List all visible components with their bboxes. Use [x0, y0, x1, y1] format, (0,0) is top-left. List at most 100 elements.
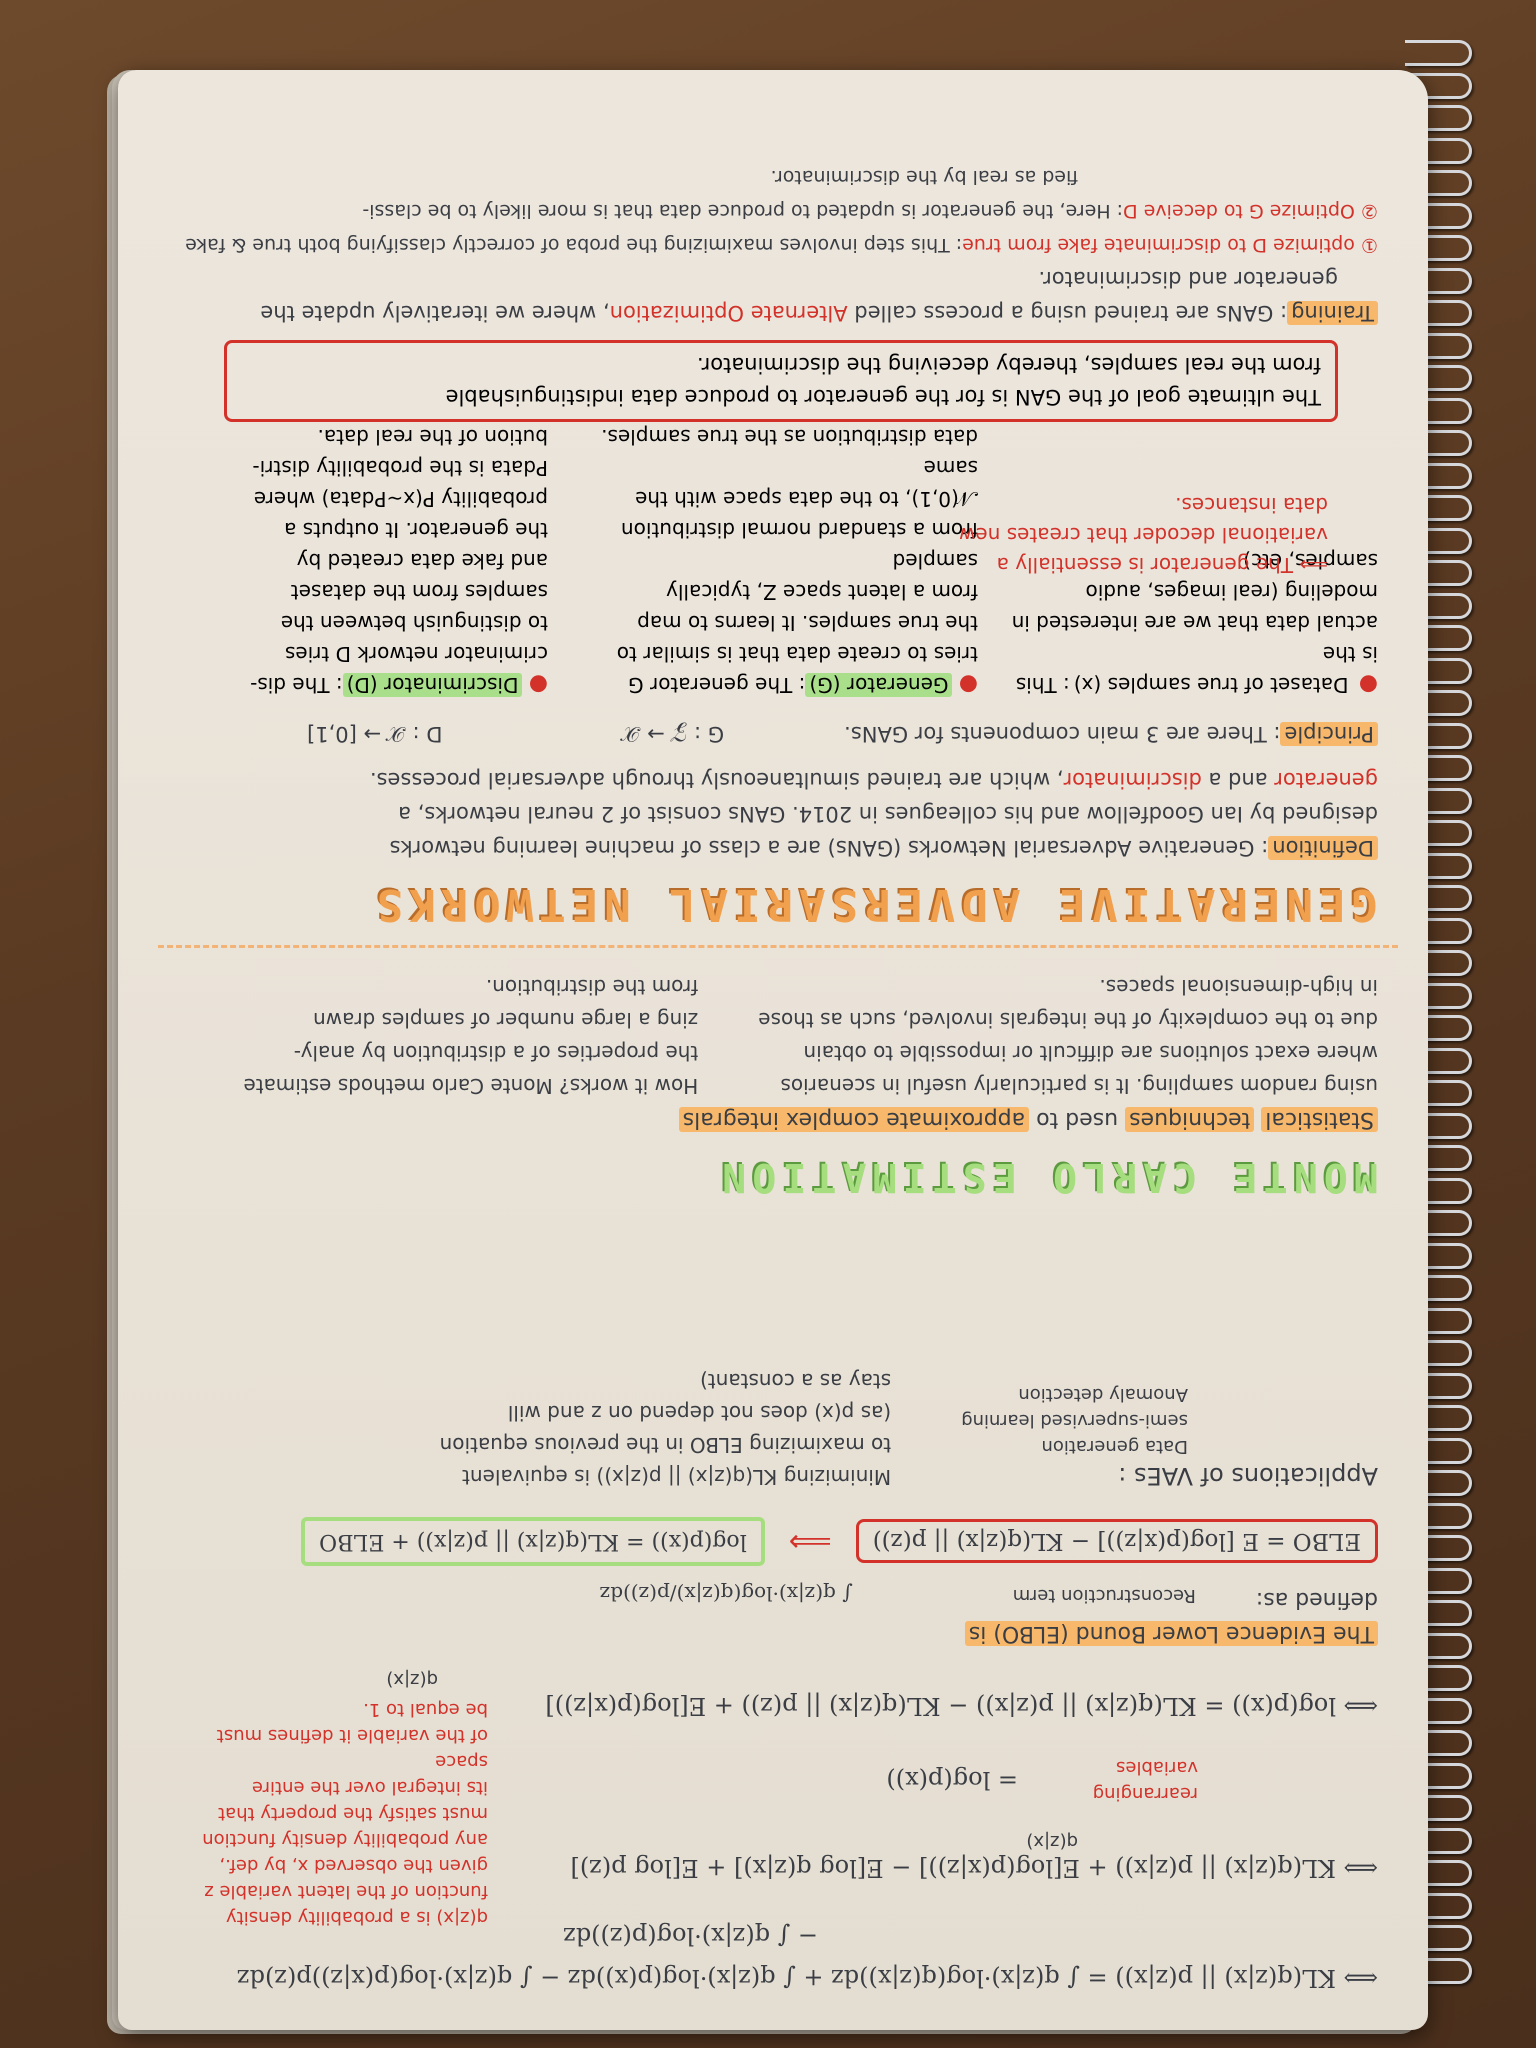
- spiral-coil: [1405, 267, 1472, 294]
- spiral-coil: [1405, 1697, 1472, 1724]
- spiral-coil: [1405, 300, 1472, 326]
- d-mapping: D : 𝒳 → [0,1]: [307, 722, 443, 746]
- elbo-intro-2: defined as:: [1255, 1587, 1378, 1612]
- gan-title: GENERATIVE ADVERSARIAL NETWORKS: [370, 879, 1378, 930]
- density-note: q(z|x) is a probability density function…: [202, 1699, 488, 1928]
- spiral-binding: [1405, 40, 1485, 2020]
- spiral-coil: [1405, 787, 1472, 814]
- integral-note: ∫ q(z|x)·log(q(z|x)/p(z))dz: [599, 1582, 853, 1606]
- gan-definition: Definition: Generative Adversarial Netwo…: [168, 831, 1378, 865]
- training-intro-2: generator and discriminator.: [1038, 267, 1338, 291]
- spiral-coil: [1405, 657, 1472, 684]
- notebook-page: ⟺ KL(q(z|x) || p(z|x)) = ∫ q(z|x)·log(q(…: [118, 70, 1428, 2030]
- spiral-coil: [1405, 40, 1472, 66]
- spiral-coil: [1405, 332, 1472, 359]
- kl-line-5-sub: q(z|x): [386, 1669, 438, 1690]
- spiral-coil: [1405, 1015, 1472, 1041]
- spiral-coil: [1405, 1827, 1472, 1854]
- spiral-coil: [1405, 1242, 1472, 1269]
- gan-principle: Principle: There are 3 main components f…: [168, 717, 1378, 751]
- spiral-coil: [1405, 1470, 1472, 1496]
- spiral-coil: [1405, 170, 1472, 196]
- log-px-box: log(p(x)) = KL(q(z|x) || p(z|x)) + ELBO: [301, 1517, 765, 1566]
- spiral-coil: [1405, 235, 1472, 261]
- elbo-intro: The Evidence Lower Bound (ELBO) is: [964, 1621, 1378, 1646]
- spiral-coil: [1405, 1372, 1472, 1399]
- monte-carlo-section: MONTE CARLO ESTIMATION Statistical techn…: [168, 970, 1378, 1200]
- spiral-coil: [1405, 1405, 1472, 1431]
- spiral-coil: [1405, 950, 1472, 976]
- spiral-coil: [1405, 1957, 1472, 1984]
- spiral-coil: [1405, 1860, 1472, 1886]
- spiral-coil: [1405, 137, 1472, 164]
- spiral-coil: [1405, 105, 1472, 131]
- spiral-coil: [1405, 690, 1472, 716]
- spiral-coil: [1405, 1632, 1472, 1659]
- spiral-coil: [1405, 1210, 1472, 1236]
- app-semi-supervised: semi-supervised learning: [961, 1410, 1188, 1431]
- training-step-2b: fied as real by the discriminator.: [770, 166, 1078, 188]
- spiral-coil: [1405, 755, 1472, 781]
- spiral-coil: [1405, 917, 1472, 944]
- monte-carlo-how: How it works? Monte Carlo methods estima…: [243, 975, 699, 1098]
- spiral-coil: [1405, 1080, 1472, 1106]
- app-anomaly-detection: Anomaly detection: [1018, 1384, 1188, 1405]
- spiral-coil: [1405, 1795, 1472, 1821]
- generator-column: ● Generator (G): The generator G tries t…: [601, 425, 978, 697]
- spiral-coil: [1405, 72, 1472, 99]
- minimizing-note: Minimizing KL(q(z|x) || p(z|x)) is equiv…: [439, 1369, 892, 1489]
- spiral-coil: [1405, 430, 1472, 456]
- spiral-coil: [1405, 560, 1472, 586]
- monte-carlo-use: using random sampling. It is particularl…: [758, 975, 1378, 1098]
- spiral-coil: [1405, 527, 1472, 554]
- spiral-coil: [1405, 1112, 1472, 1139]
- spiral-coil: [1405, 885, 1472, 911]
- spiral-coil: [1405, 1600, 1472, 1626]
- kl-line-4: = log(p(x)): [886, 1766, 1018, 1794]
- monte-carlo-title: MONTE CARLO ESTIMATION: [716, 1154, 1378, 1200]
- spiral-coil: [1405, 1665, 1472, 1691]
- elbo-box: ELBO = E [log(p(x|z))] − KL(q(z|x) || p(…: [855, 1519, 1378, 1564]
- spiral-coil: [1405, 462, 1472, 489]
- spiral-coil: [1405, 1730, 1472, 1756]
- elbo-section: The Evidence Lower Bound (ELBO) is defin…: [168, 1365, 1378, 1650]
- reconstruction-term: Reconstruction term: [1012, 1585, 1196, 1606]
- spiral-coil: [1405, 202, 1472, 229]
- spiral-coil: [1405, 1535, 1472, 1561]
- training-intro: Training: GANs are trained using a proce…: [168, 296, 1378, 330]
- spiral-coil: [1405, 365, 1472, 391]
- spiral-coil: [1405, 625, 1472, 651]
- spiral-coil: [1405, 820, 1472, 846]
- spiral-coil: [1405, 722, 1472, 749]
- spiral-coil: [1405, 1892, 1472, 1919]
- spiral-coil: [1405, 495, 1472, 521]
- spiral-coil: [1405, 1437, 1472, 1464]
- app-data-generation: Data generation: [1041, 1436, 1188, 1457]
- spiral-coil: [1405, 1925, 1472, 1951]
- kl-line-1: ⟺ KL(q(z|x) || p(z|x)) = ∫ q(z|x)·log(q(…: [237, 1964, 1378, 1992]
- spiral-coil: [1405, 592, 1472, 619]
- spiral-coil: [1405, 852, 1472, 879]
- discriminator-column: ● Discriminator (D): The dis- criminator…: [250, 425, 548, 697]
- vae-decoder-note: ⟹ The generator is essentially a variati…: [959, 493, 1328, 577]
- spiral-coil: [1405, 1145, 1472, 1171]
- page-content-rotated: ⟺ KL(q(z|x) || p(z|x)) = ∫ q(z|x)·log(q(…: [118, 70, 1428, 2030]
- spiral-coil: [1405, 1340, 1472, 1366]
- gan-definition-2: designed by Ian Goodfellow and his colle…: [398, 802, 1378, 826]
- training-section: Training: GANs are trained using a proce…: [168, 160, 1378, 330]
- training-step-2: ② Optimize G to deceive D: Here, the gen…: [362, 200, 1378, 222]
- arrow-icon: ⟹: [788, 1524, 832, 1559]
- spiral-coil: [1405, 1502, 1472, 1529]
- g-mapping: G : 𝒵 → 𝒳: [622, 722, 725, 746]
- spiral-coil: [1405, 1047, 1472, 1074]
- gan-definition-3: generator and a discriminator, which are…: [369, 768, 1378, 792]
- spiral-coil: [1405, 1177, 1472, 1204]
- training-step-1: ① optimize D to discriminate fake from t…: [185, 234, 1378, 256]
- vae-applications: Applications of VAEs : Data generation s…: [961, 1365, 1378, 1493]
- gan-goal-box: The ultimate goal of the GAN is for the …: [224, 340, 1338, 422]
- section-divider: [158, 945, 1398, 948]
- spiral-coil: [1405, 1762, 1472, 1789]
- monte-carlo-definition: Statistical techniques used to approxima…: [168, 1102, 1378, 1136]
- rearranging-note: rearranging variables: [1092, 1757, 1198, 1804]
- gan-section: GENERATIVE ADVERSARIAL NETWORKS Definiti…: [168, 717, 1378, 930]
